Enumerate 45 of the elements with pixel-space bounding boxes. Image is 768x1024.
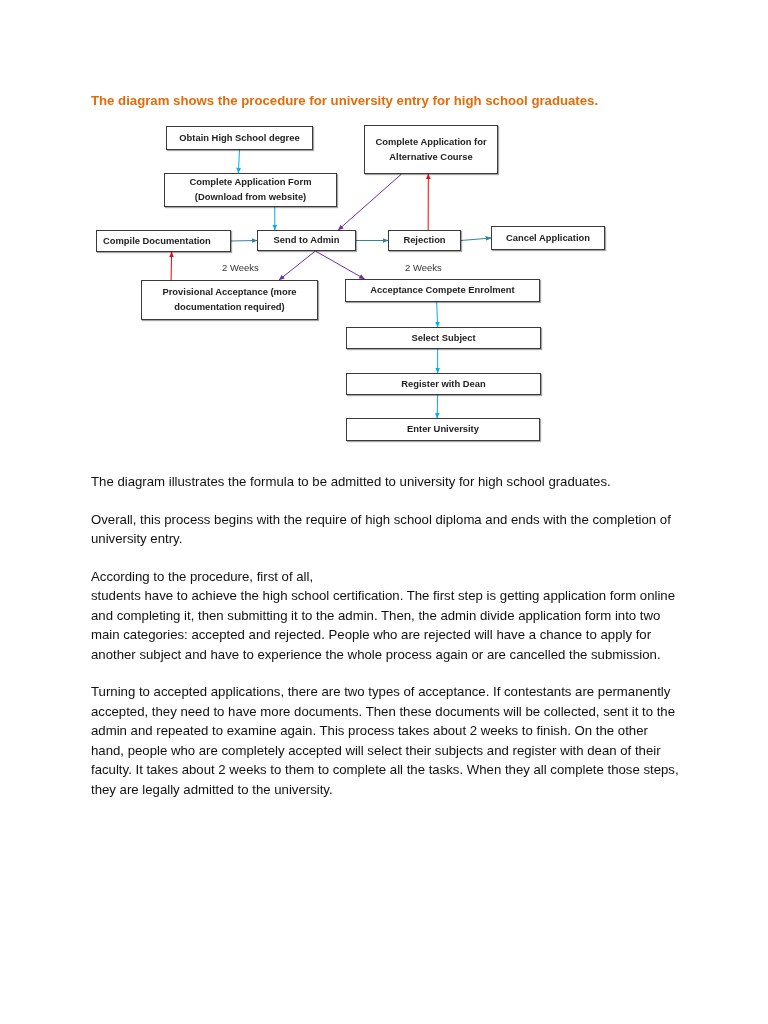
box-label: Cancel Application [505,230,590,245]
arrow [230,238,258,243]
body-paragraph: Turning to accepted applications, there are two types of acceptance. If contestants are permanently accepted, they need to have more documents. Then these documents will be collected, sent it to the admin and repeated to examine again. This process takes about 2 weeks to finish. On the other hand, people who are completely accepted will select their subjects and register with dean of their faculty. It takes about 2 weeks to them to complete all the tasks. When they all complete those steps, they are legally admitted to the university. [91,683,680,799]
box-label: Select Subject [411,330,476,345]
arrow [355,238,389,243]
process-box [164,173,337,207]
process-box [346,418,540,441]
box-label: Acceptance Compete Enrolment [370,283,515,298]
box-label: Obtain High School degree [179,130,300,145]
box-label: Complete Application for Alternative Course [374,134,488,164]
process-box [388,230,461,251]
process-box [491,226,605,250]
arrow [435,301,440,328]
box-label: Compile Documentation [103,233,211,248]
box-label: Provisional Acceptance (more documentation required) [161,285,298,314]
arrow [435,348,441,374]
process-box [346,373,541,395]
body-paragraph: The diagram illustrates the formula to be admitted to university for high school graduates. [91,473,612,491]
process-box [364,125,498,174]
box-label: Complete Application Form (Download from website) [188,175,313,204]
duration-label: 2 Weeks [222,262,259,273]
process-box [141,280,318,320]
process-box [257,230,356,251]
process-box [345,279,540,302]
body-paragraph: students have to achieve the high school certification. The first step is getting application form online and completing it, then submitting it to the admin. Then, the admin divide application form into two main categories: accepted and rejected. People who are rejected will have a chance to apply for another subject and have to experience the whole process again or are cancelled the submission. [91,587,676,664]
arrow [314,250,365,280]
heading: The diagram shows the procedure for university entry for high school graduates. [91,93,600,108]
process-box [96,230,231,252]
duration-label: 2 Weeks [405,262,442,273]
box-label: Register with Dean [401,376,486,391]
process-box [346,327,541,349]
arrow [169,251,174,281]
box-label: Send to Admin [273,233,340,248]
process-box [166,126,313,150]
arrow [278,250,316,281]
arrow [337,173,402,231]
box-label: Enter University [407,422,479,437]
arrow [434,394,440,419]
box-label: Rejection [403,233,446,248]
body-paragraph: According to the procedure, first of all, [91,567,315,586]
arrow [236,149,242,174]
arrow [425,173,431,231]
arrow [272,206,278,231]
body-paragraph: Overall, this process begins with the require of high school diploma and ends with the completion of university entry. [91,510,672,548]
arrow [460,236,492,241]
